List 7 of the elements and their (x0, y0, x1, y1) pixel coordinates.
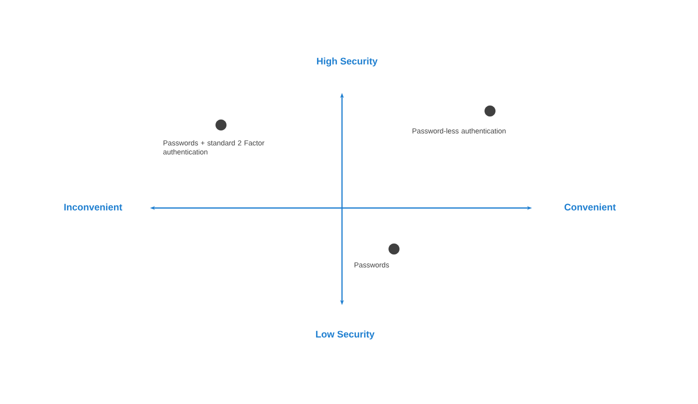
data-point (216, 120, 226, 130)
axis-label: High Security (317, 58, 378, 66)
axis-label: Inconvenient (64, 204, 122, 210)
data-point (388, 244, 400, 254)
axis-label: Convenient (564, 204, 616, 210)
axis-label: Low Security (316, 330, 375, 340)
data-point (484, 106, 496, 116)
